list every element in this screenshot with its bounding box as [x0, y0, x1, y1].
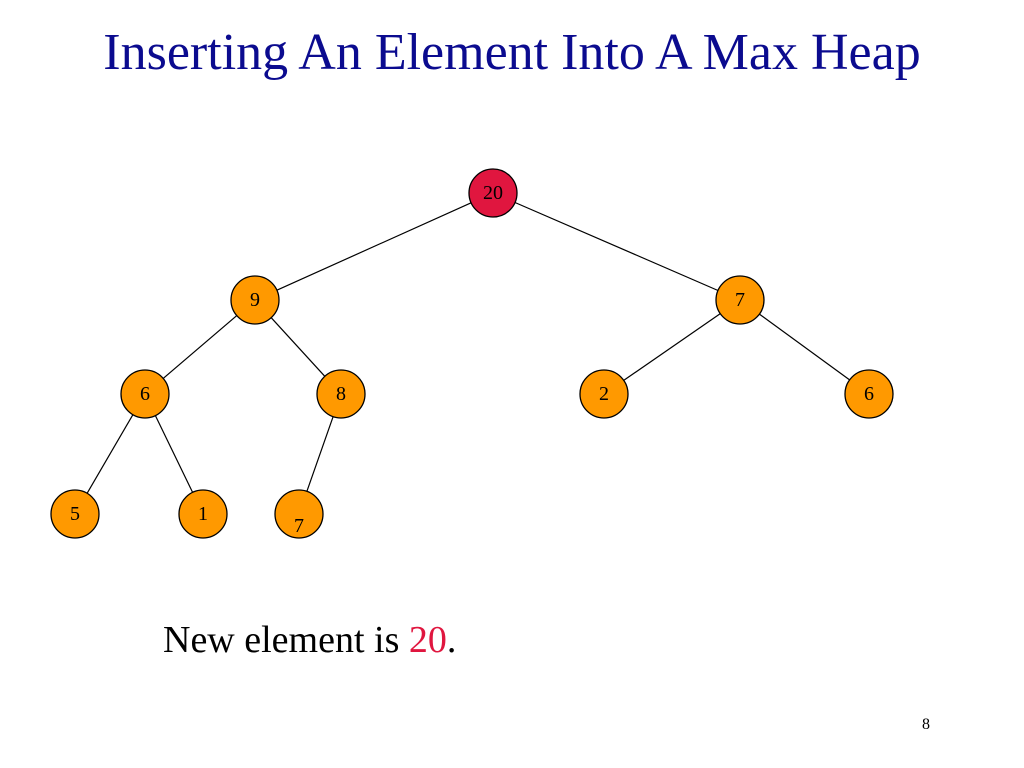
heap-node: 8	[316, 369, 366, 419]
slide-title: Inserting An Element Into A Max Heap	[103, 24, 921, 81]
node-value: 1	[198, 503, 208, 525]
node-circle	[230, 275, 280, 325]
heap-node: 7	[274, 489, 324, 539]
tree-edge	[162, 315, 238, 379]
heap-node: 5	[50, 489, 100, 539]
heap-node: 6	[844, 369, 894, 419]
tree-edge	[306, 416, 334, 492]
tree-edge	[514, 201, 719, 292]
node-value: 8	[336, 383, 346, 405]
tree-edges	[86, 201, 850, 494]
node-value: 5	[70, 503, 80, 525]
page-number: 8	[922, 716, 930, 733]
node-value: 6	[864, 383, 874, 405]
tree-nodes: 20 9 7 6 8 2 6 5 1 7	[50, 168, 894, 539]
tree-edge	[759, 313, 850, 381]
new-element-value: 20	[408, 619, 447, 661]
node-value: 6	[140, 383, 150, 405]
tree-edge	[270, 317, 326, 377]
caption: New element is 20.	[163, 617, 456, 663]
heap-node: 9	[230, 275, 280, 325]
node-value: 7	[735, 289, 745, 311]
caption-period: .	[446, 619, 457, 661]
node-circle	[50, 489, 100, 539]
heap-node: 6	[120, 369, 170, 419]
node-value: 2	[599, 383, 609, 405]
node-circle	[178, 489, 228, 539]
tree-edge	[154, 415, 194, 493]
node-value: 20	[483, 182, 503, 204]
tree-edge	[276, 202, 472, 291]
tree-edge	[623, 313, 721, 381]
node-circle	[468, 168, 518, 218]
node-circle	[579, 369, 629, 419]
node-circle	[715, 275, 765, 325]
caption-text: New element is	[163, 619, 409, 661]
heap-node-new: 20	[468, 168, 518, 218]
node-circle	[274, 489, 324, 539]
heap-node: 1	[178, 489, 228, 539]
tree-edge	[86, 414, 134, 494]
node-circle	[844, 369, 894, 419]
heap-node: 2	[579, 369, 629, 419]
node-circle	[316, 369, 366, 419]
node-circle	[120, 369, 170, 419]
heap-node: 7	[715, 275, 765, 325]
node-value: 9	[250, 289, 260, 311]
node-value: 7	[294, 515, 304, 537]
